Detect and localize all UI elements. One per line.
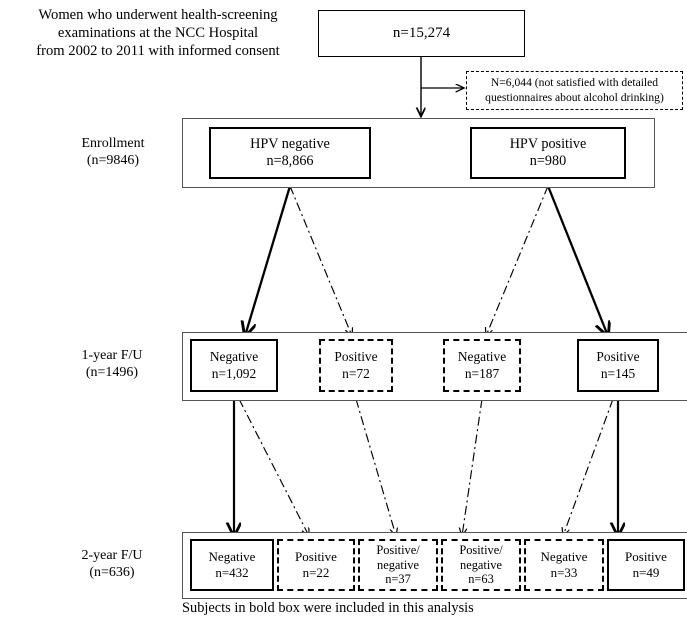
stage-label-year2-name: 2-year F/U — [81, 547, 143, 563]
study-description-line-2: examinations at the NCC Hospital — [57, 25, 259, 42]
node-year2-positive-negative-63: Positive/ negative n=63 — [441, 539, 521, 591]
node-year1-negative-1092-label: Negative — [209, 349, 259, 365]
stage-label-year2-count: (n=636) — [89, 565, 135, 580]
node-year1-negative-187-label: Negative — [457, 349, 507, 365]
figure-caption: Subjects in bold box were included in th… — [182, 600, 474, 616]
node-year1-positive-72: Positive n=72 — [319, 339, 393, 392]
node-year2-negative-432-label: Negative — [208, 549, 256, 565]
study-description: Women who underwent health-screening exa… — [8, 6, 308, 62]
node-hpv-negative: HPV negative n=8,866 — [209, 127, 371, 179]
node-year1-positive-145: Positive n=145 — [577, 339, 659, 392]
node-year1-positive-145-label: Positive — [596, 349, 640, 365]
arrow-y1pos72-to-y2posneg37 — [355, 398, 396, 536]
arrow-y1neg-to-y2pos — [238, 398, 309, 536]
stage-label-enrollment-name: Enrollment — [81, 135, 145, 151]
arrow-hpvneg-to-y1pos — [289, 185, 352, 336]
study-description-line-1: Women who underwent health-screening — [38, 7, 278, 24]
arrow-y1neg187-to-y2posneg63 — [462, 398, 483, 536]
node-year2-positive-22-label: Positive — [295, 549, 337, 565]
node-year1-positive-145-count: n=145 — [600, 365, 636, 381]
stage-label-year1-name: 1-year F/U — [81, 347, 143, 363]
node-year1-positive-72-count: n=72 — [342, 365, 370, 381]
node-year1-negative-1092: Negative n=1,092 — [190, 339, 278, 392]
node-hpv-negative-count: n=8,866 — [266, 153, 314, 169]
node-year2-positive-49: Positive n=49 — [607, 539, 685, 591]
node-year1-negative-187: Negative n=187 — [443, 339, 521, 392]
arrow-hpvneg-to-y1neg — [245, 185, 292, 336]
node-year2-positive-negative-63-count: n=63 — [468, 572, 494, 587]
node-year1-negative-1092-count: n=1,092 — [211, 365, 257, 381]
node-year2-positive-negative-37: Positive/ negative n=37 — [358, 539, 438, 591]
node-year2-negative-33: Negative n=33 — [524, 539, 604, 591]
node-hpv-positive: HPV positive n=980 — [470, 127, 626, 179]
node-year2-positive-49-count: n=49 — [632, 565, 660, 580]
node-year2-positive-negative-63-label: Positive/ — [459, 542, 503, 557]
node-year2-positive-22-count: n=22 — [302, 565, 330, 580]
arrow-hpvpos-to-y1pos — [546, 185, 608, 336]
stage-label-year1: 1-year F/U (n=1496) — [44, 344, 180, 384]
node-year2-positive-22: Positive n=22 — [277, 539, 355, 591]
stage-label-enrollment-count: (n=9846) — [86, 153, 140, 168]
node-hpv-positive-count: n=980 — [529, 153, 567, 169]
stage-label-year2: 2-year F/U (n=636) — [44, 544, 180, 584]
node-year2-negative-33-count: n=33 — [550, 565, 578, 580]
node-year2-positive-negative-63-sublabel: negative — [460, 557, 502, 572]
node-hpv-positive-label: HPV positive — [509, 135, 587, 152]
arrow-y1pos-to-y2neg33 — [563, 398, 614, 536]
node-year1-positive-72-label: Positive — [334, 349, 378, 365]
stage-label-enrollment: Enrollment (n=9846) — [48, 132, 178, 172]
node-year2-positive-negative-37-label: Positive/ — [376, 542, 420, 557]
node-year1-negative-187-count: n=187 — [464, 365, 500, 381]
node-year2-negative-432: Negative n=432 — [190, 539, 274, 591]
node-year2-positive-negative-37-sublabel: negative — [377, 557, 419, 572]
node-year2-negative-432-count: n=432 — [215, 565, 249, 580]
exclusion-line-2: questionnaires about alcohol drinking) — [485, 90, 664, 104]
study-description-line-3: from 2002 to 2011 with informed consent — [36, 42, 280, 59]
node-year2-negative-33-label: Negative — [540, 549, 588, 565]
total-participants-label: n=15,274 — [392, 25, 451, 41]
node-hpv-negative-label: HPV negative — [250, 135, 330, 152]
exclusion-box: N=6,044 (not satisfied with detailed que… — [466, 71, 683, 110]
exclusion-line-1: N=6,044 (not satisfied with detailed — [490, 75, 659, 89]
total-participants-box: n=15,274 — [318, 10, 525, 57]
arrow-hpvpos-to-y1neg — [486, 185, 549, 336]
node-year2-positive-49-label: Positive — [625, 549, 667, 565]
stage-label-year1-count: (n=1496) — [85, 365, 139, 380]
node-year2-positive-negative-37-count: n=37 — [385, 572, 411, 587]
